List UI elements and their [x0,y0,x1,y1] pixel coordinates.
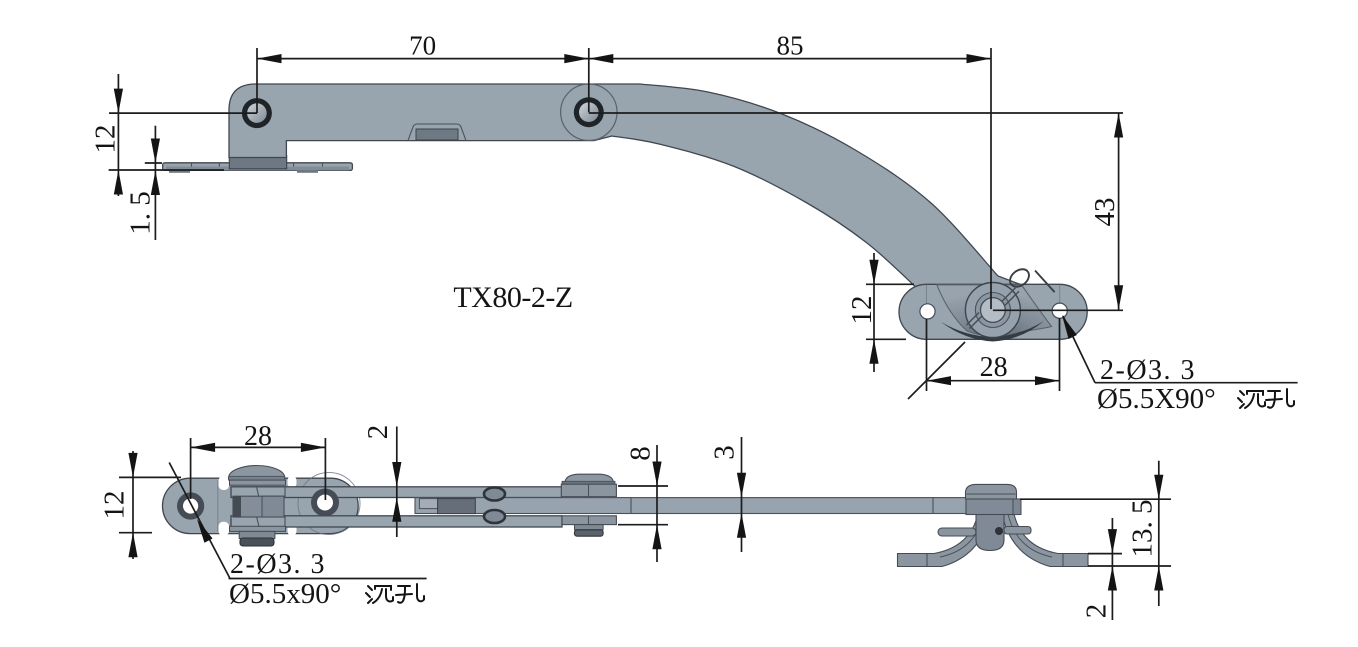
svg-text:Ø5.5X90°: Ø5.5X90° [1097,383,1216,415]
svg-text:Ø5.5x90°: Ø5.5x90° [229,578,341,610]
svg-text:TX80-2-Z: TX80-2-Z [453,281,572,314]
svg-text:13. 5: 13. 5 [1127,500,1159,558]
svg-text:12: 12 [846,296,878,325]
svg-text:28: 28 [244,421,272,452]
svg-text:8: 8 [625,446,657,461]
svg-text:2-Ø3. 3: 2-Ø3. 3 [1100,355,1196,386]
svg-text:43: 43 [1089,198,1121,227]
svg-text:85: 85 [777,31,804,61]
svg-text:12: 12 [99,491,131,520]
svg-text:3: 3 [709,445,741,460]
svg-text:1. 5: 1. 5 [125,191,157,235]
svg-text:12: 12 [90,125,122,154]
svg-text:2: 2 [1081,604,1113,619]
svg-text:2-Ø3. 3: 2-Ø3. 3 [230,549,326,580]
svg-text:28: 28 [980,352,1008,383]
svg-text:70: 70 [409,31,436,61]
svg-text:2: 2 [362,425,394,440]
